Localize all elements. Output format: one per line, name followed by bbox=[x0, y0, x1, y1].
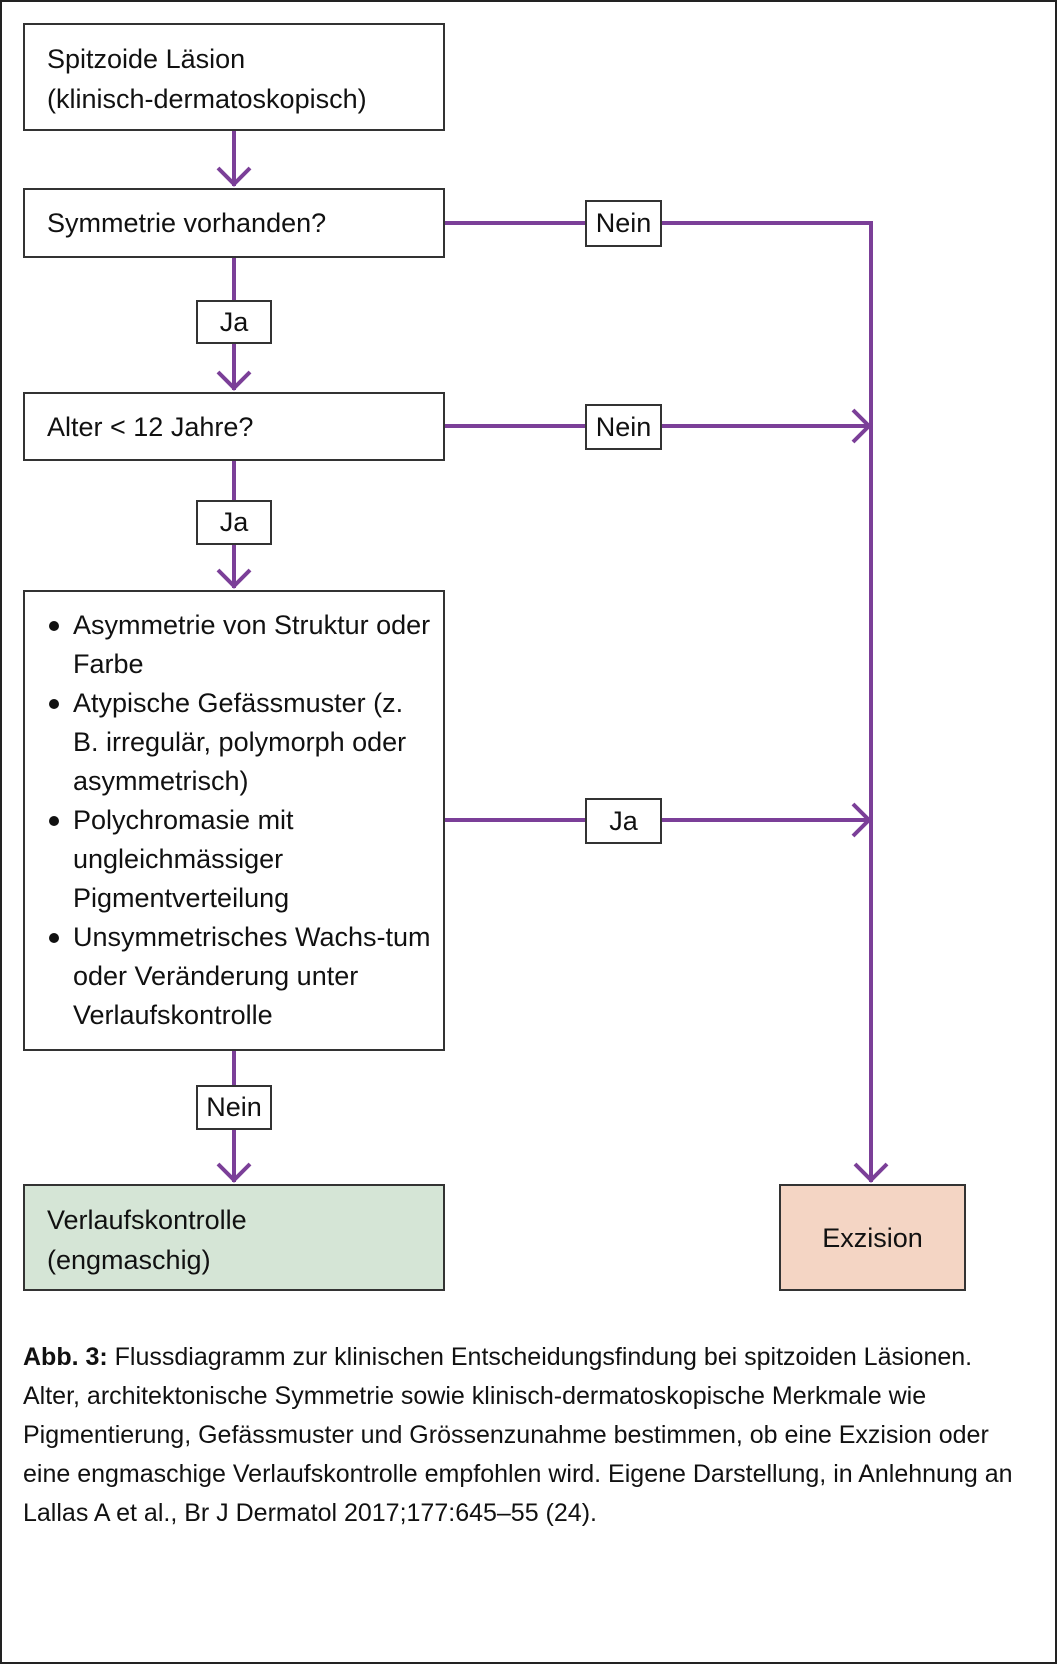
arrowhead-icon bbox=[216, 568, 252, 589]
arrowhead-icon bbox=[853, 1162, 889, 1183]
criteria-item: Asymmetrie von Struktur oder Farbe bbox=[47, 606, 433, 684]
caption-text: Flussdiagramm zur klinischen Entscheidun… bbox=[23, 1343, 1013, 1527]
node-age: Alter < 12 Jahre? bbox=[23, 392, 445, 461]
node-excision: Exzision bbox=[779, 1184, 966, 1291]
node-start: Spitzoide Läsion (klinisch-dermatoskopis… bbox=[23, 23, 445, 131]
node-symmetry: Symmetrie vorhanden? bbox=[23, 188, 445, 258]
node-excision-text: Exzision bbox=[822, 1222, 923, 1253]
arrowhead-icon bbox=[216, 1162, 252, 1183]
arrow-symmetry-no bbox=[445, 221, 873, 1182]
edge-label-age-no: Nein bbox=[585, 404, 662, 450]
edge-label-criteria-yes: Ja bbox=[585, 798, 662, 844]
node-start-line2: (klinisch-dermatoskopisch) bbox=[47, 84, 367, 114]
figure-caption: Abb. 3: Flussdiagramm zur klinischen Ent… bbox=[23, 1338, 1033, 1533]
node-symmetry-text: Symmetrie vorhanden? bbox=[47, 208, 327, 238]
criteria-item: Polychromasie mit ungleichmässiger Pigme… bbox=[47, 801, 433, 918]
arrowhead-icon bbox=[851, 408, 872, 444]
node-criteria: Asymmetrie von Struktur oder Farbe Atypi… bbox=[23, 590, 445, 1051]
edge-label-symmetry-yes: Ja bbox=[196, 300, 272, 344]
node-followup-line2: (engmaschig) bbox=[47, 1245, 211, 1275]
criteria-item: Unsymmetrisches Wachs-tum oder Veränderu… bbox=[47, 918, 433, 1035]
caption-label: Abb. 3: bbox=[23, 1343, 108, 1371]
criteria-list: Asymmetrie von Struktur oder Farbe Atypi… bbox=[47, 606, 433, 1035]
edge-label-symmetry-no: Nein bbox=[585, 200, 662, 247]
arrowhead-icon bbox=[216, 166, 252, 187]
edge-label-criteria-no: Nein bbox=[196, 1085, 272, 1130]
criteria-item: Atypische Gefässmuster (z. B. irregulär,… bbox=[47, 684, 433, 801]
node-start-line1: Spitzoide Läsion bbox=[47, 44, 246, 74]
arrowhead-icon bbox=[851, 802, 872, 838]
arrowhead-icon bbox=[216, 370, 252, 391]
node-followup: Verlaufskontrolle (engmaschig) bbox=[23, 1184, 445, 1291]
node-followup-line1: Verlaufskontrolle bbox=[47, 1205, 247, 1235]
node-age-text: Alter < 12 Jahre? bbox=[47, 412, 254, 442]
edge-label-age-yes: Ja bbox=[196, 500, 272, 545]
